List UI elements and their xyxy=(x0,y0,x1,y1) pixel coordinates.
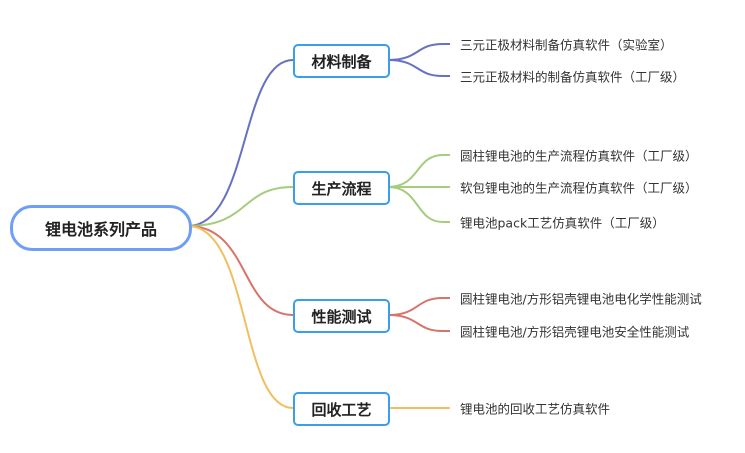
leaf-node[interactable]: 三元正极材料制备仿真软件（实验室） xyxy=(460,37,673,53)
branch-materials[interactable]: 材料制备 xyxy=(293,44,390,78)
branch-production[interactable]: 生产流程 xyxy=(293,171,390,205)
leaf-node[interactable]: 锂电池的回收工艺仿真软件 xyxy=(460,401,611,417)
connector-materials xyxy=(187,59,294,227)
connector-testing xyxy=(187,225,294,316)
branch-recycling[interactable]: 回收工艺 xyxy=(293,392,390,426)
leaf-node[interactable]: 锂电池pack工艺仿真软件（工厂级） xyxy=(460,215,665,231)
leaf-node[interactable]: 软包锂电池的生产流程仿真软件（工厂级） xyxy=(460,180,698,196)
branch-testing[interactable]: 性能测试 xyxy=(293,299,390,333)
leaf-node[interactable]: 圆柱锂电池/方形铝壳锂电池电化学性能测试 xyxy=(460,291,702,307)
connector-production xyxy=(187,186,294,227)
leaf-node[interactable]: 圆柱锂电池的生产流程仿真软件（工厂级） xyxy=(460,148,698,164)
root-node[interactable]: 锂电池系列产品 xyxy=(10,205,192,251)
connector-recycling xyxy=(187,225,294,409)
leaf-node[interactable]: 圆柱锂电池/方形铝壳锂电池安全性能测试 xyxy=(460,324,690,340)
leaf-node[interactable]: 三元正极材料的制备仿真软件（工厂级） xyxy=(460,69,686,85)
